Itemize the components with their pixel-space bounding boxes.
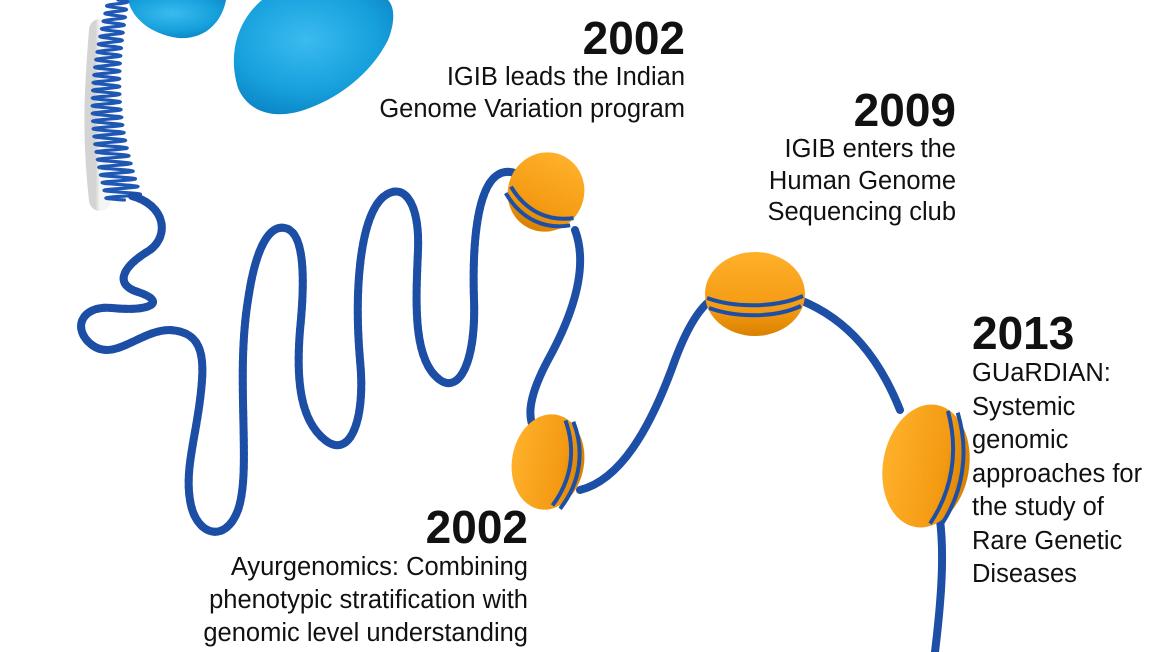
event-line: Human Genome bbox=[768, 166, 956, 195]
chromosome-blob-right bbox=[233, 0, 394, 115]
timeline-event-2002-ayurgenomics: 2002 Ayurgenomics: Combining phenotypic … bbox=[203, 503, 528, 650]
event-line: IGIB enters the bbox=[784, 135, 956, 163]
dna-strand bbox=[81, 172, 947, 652]
nucleosome-2 bbox=[511, 414, 585, 511]
dna-coil bbox=[90, 0, 143, 202]
event-line: IGIB leads the Indian bbox=[446, 63, 685, 91]
event-year: 2009 bbox=[853, 84, 956, 136]
event-description: GUaRDIAN: Systemic genomic approaches fo… bbox=[972, 357, 1161, 592]
event-line: GUaRDIAN: bbox=[972, 359, 1111, 387]
chromosome-blob-left bbox=[128, 0, 226, 39]
event-line: genomic bbox=[972, 426, 1069, 454]
event-line: genomic level understanding bbox=[203, 619, 528, 647]
event-description: Ayurgenomics: Combining phenotypic strat… bbox=[203, 551, 528, 650]
timeline-event-2002-igv: 2002 IGIB leads the Indian Genome Variat… bbox=[379, 14, 685, 125]
event-description: IGIB leads the Indian Genome Variation p… bbox=[379, 62, 685, 125]
timeline-event-2013-guardian: 2013 GUaRDIAN: Systemic genomic approach… bbox=[972, 309, 1161, 592]
event-line: Diseases bbox=[972, 560, 1077, 588]
chromosome-blobs bbox=[128, 0, 394, 115]
event-line: Sequencing club bbox=[767, 198, 956, 226]
event-year: 2013 bbox=[972, 307, 1075, 359]
event-line: Rare Genetic bbox=[972, 526, 1123, 555]
event-line: phenotypic stratification with bbox=[209, 586, 528, 614]
event-line: approaches for bbox=[972, 459, 1143, 488]
event-line: Systemic bbox=[972, 392, 1076, 421]
nucleosomes bbox=[504, 152, 970, 529]
event-year: 2002 bbox=[425, 501, 528, 553]
timeline-event-2009-hgs: 2009 IGIB enters the Human Genome Sequen… bbox=[767, 86, 956, 229]
event-year: 2002 bbox=[582, 12, 685, 64]
nucleosome-3 bbox=[705, 252, 805, 336]
event-line: the study of bbox=[972, 493, 1104, 521]
event-line: Ayurgenomics: Combining bbox=[230, 553, 528, 581]
nucleosome-4 bbox=[882, 404, 970, 529]
event-line: Genome Variation program bbox=[379, 94, 685, 123]
nucleosome-1 bbox=[504, 152, 585, 232]
event-description: IGIB enters the Human Genome Sequencing … bbox=[767, 134, 956, 229]
